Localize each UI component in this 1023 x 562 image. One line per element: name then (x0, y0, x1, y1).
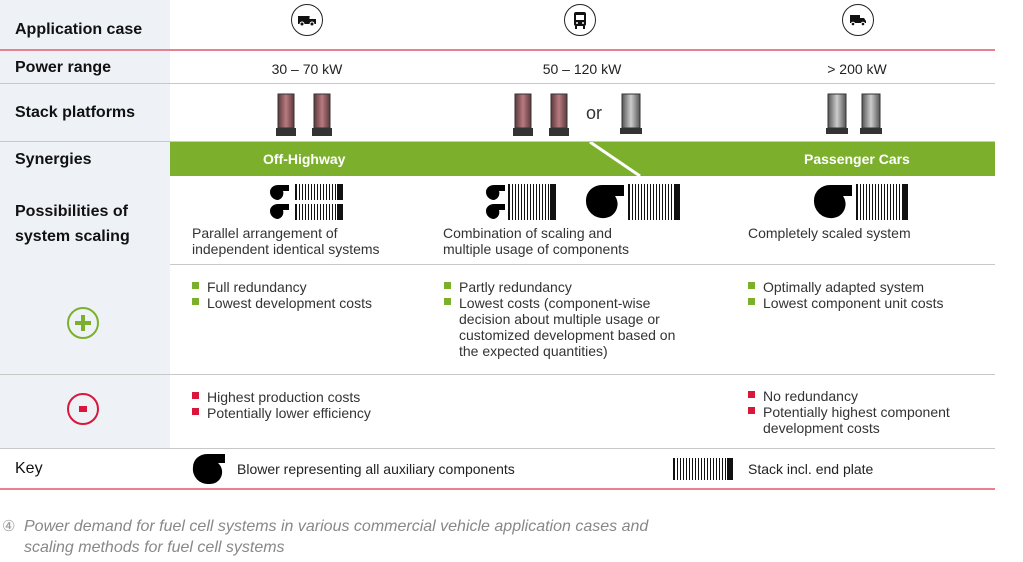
stack-symbol (628, 184, 680, 220)
blower-key-icon (192, 454, 225, 485)
plus-icon (67, 307, 99, 339)
key-blower-label: Blower representing all auxiliary compon… (237, 461, 515, 477)
divider (0, 448, 995, 449)
divider (0, 374, 995, 375)
divider (0, 141, 995, 142)
divider (0, 49, 995, 51)
row-label-stacks: Stack platforms (15, 104, 136, 121)
row-label-application: Application case (15, 21, 143, 38)
list-item: Partly redundancy (444, 279, 684, 295)
figure-caption: Power demand for fuel cell systems in va… (24, 518, 649, 556)
key-stack-label: Stack incl. end plate (748, 461, 874, 477)
blower-icon (813, 185, 852, 219)
list-item: Highest production costs (192, 389, 432, 405)
power-range-1: 30 – 70 kW (271, 61, 343, 77)
blower-icon (270, 185, 289, 219)
divider (0, 83, 995, 84)
scaling-desc-2: Combination of scaling and multiple usag… (443, 225, 629, 257)
row-label-key: Key (15, 460, 43, 477)
stack-key-icon (673, 458, 733, 480)
van-icon (291, 4, 323, 36)
synergies-divider-slash (589, 142, 641, 176)
truck-icon (842, 4, 874, 36)
scaling-desc-1: Parallel arrangement of independent iden… (192, 225, 380, 257)
list-item: Lowest development costs (192, 295, 432, 311)
minus-icon (67, 393, 99, 425)
divider (170, 264, 995, 265)
row-label-power: Power range (15, 59, 112, 76)
list-item: Full redundancy (192, 279, 432, 295)
list-item: Potentially lower efficiency (192, 405, 432, 421)
blower-icon (585, 185, 624, 219)
stack-symbol (295, 184, 343, 200)
stack-image-grey-pair (826, 93, 882, 134)
row-label-scaling: Possibilities of system scaling (15, 203, 130, 245)
list-item: Lowest component unit costs (748, 295, 988, 311)
synergies-bar (170, 142, 995, 176)
synergy-passenger-cars: Passenger Cars (804, 151, 910, 167)
stack-symbol (856, 184, 908, 220)
power-range-3: > 200 kW (827, 61, 887, 77)
scaling-desc-3: Completely scaled system (748, 225, 911, 241)
power-range-2: 50 – 120 kW (542, 61, 622, 77)
stack-symbol (295, 204, 343, 220)
figure-number: ④ (2, 518, 16, 535)
blower-icon (486, 185, 505, 219)
list-item: No redundancy (748, 388, 988, 404)
list-item: Optimally adapted system (748, 279, 988, 295)
stack-image-red-pair (513, 93, 569, 136)
stack-image-red-pair (276, 93, 332, 136)
synergy-off-highway: Off-Highway (263, 151, 346, 167)
bus-icon (564, 4, 596, 36)
divider (0, 488, 995, 490)
list-item: Lowest costs (component-wise decision ab… (444, 295, 684, 359)
stack-image-grey (620, 93, 642, 134)
stack-symbol (508, 184, 556, 220)
or-label: or (586, 103, 603, 123)
label-column-background (0, 0, 170, 448)
list-item: Potentially highest component developmen… (748, 404, 988, 436)
row-label-synergies: Synergies (15, 151, 92, 168)
